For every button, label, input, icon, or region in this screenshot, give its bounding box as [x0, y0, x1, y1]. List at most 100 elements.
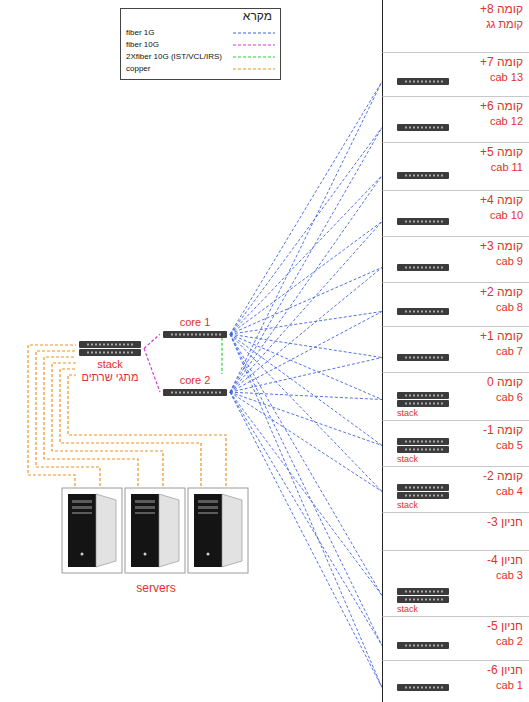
switch-port [429, 267, 431, 269]
switch-port [175, 333, 177, 335]
switch-port [421, 687, 423, 689]
floor-band: +7 קומהcab 13 [382, 52, 529, 96]
switch-body [163, 331, 227, 338]
switch-port [405, 495, 407, 497]
switch-port [195, 333, 197, 335]
server-group: servers [60, 486, 252, 596]
switch-port [429, 357, 431, 359]
link-line [230, 392, 382, 687]
node-label: -4 חניון [487, 554, 523, 568]
switch-port [421, 267, 423, 269]
floor-band: -2 קומהcab 4stack [382, 466, 529, 512]
switch-icon [397, 264, 449, 271]
node-label: cab 11 [491, 161, 523, 174]
node-label: +5 קומה [480, 146, 523, 160]
node-label: -1 קומה [483, 424, 523, 438]
server-tower [62, 488, 122, 573]
switch-port [429, 221, 431, 223]
legend-box: מקראfiber 1Gfiber 10G2Xfiber 10G (IST/VC… [120, 8, 281, 80]
switch-body [397, 78, 449, 85]
switch-port [421, 403, 423, 405]
link-line [230, 128, 382, 335]
legend-swatch [231, 51, 277, 62]
switch-body [397, 588, 449, 595]
switch-port [437, 81, 439, 83]
server-tower [125, 488, 185, 573]
switch-port [187, 333, 189, 335]
switch-body [397, 596, 449, 603]
switch-port [91, 352, 93, 354]
switch-port [421, 395, 423, 397]
switch-port [421, 81, 423, 83]
node-label: cab 12 [490, 115, 523, 128]
switch-port [405, 449, 407, 451]
switch-port [441, 487, 443, 489]
switch-port [433, 449, 435, 451]
node-label: +2 קומה [480, 286, 523, 300]
switch-port [95, 344, 97, 346]
switch-port [441, 591, 443, 593]
switch-port [421, 487, 423, 489]
switch-port [183, 391, 185, 393]
link-line [230, 392, 382, 491]
switch-port [437, 487, 439, 489]
switch-port [417, 487, 419, 489]
switch-port [207, 333, 209, 335]
switch-port [409, 449, 411, 451]
switch-port [413, 495, 415, 497]
switch-port [409, 591, 411, 593]
switch-port [413, 127, 415, 129]
switch-port [405, 591, 407, 593]
switch-port [195, 391, 197, 393]
switch-body [163, 389, 227, 396]
floor-band: -5 חניוןcab 2 [382, 616, 529, 660]
switch-port [421, 175, 423, 177]
legend-swatch [231, 63, 277, 74]
floor-band: +6 קומהcab 12 [382, 96, 529, 142]
node-label: stack [397, 604, 418, 614]
switch-port [433, 311, 435, 313]
switch-port [409, 599, 411, 601]
node-label: core 1 [180, 316, 211, 329]
floor-band: +2 קומהcab 8 [382, 282, 529, 326]
link-line [230, 334, 382, 491]
switch-port [417, 127, 419, 129]
switch-port [441, 357, 443, 359]
switch-icon [397, 484, 449, 499]
switch-port [111, 352, 113, 354]
link-line [230, 128, 382, 393]
switch-body [397, 438, 449, 445]
switch-port [437, 127, 439, 129]
switch-port [413, 645, 415, 647]
switch-port [409, 81, 411, 83]
switch-port [409, 441, 411, 443]
switch-port [409, 267, 411, 269]
switch-port [413, 487, 415, 489]
node-label: cab 2 [496, 635, 523, 648]
switch-icon [163, 331, 227, 338]
switch-port [437, 645, 439, 647]
switch-port [433, 357, 435, 359]
switch-port [429, 311, 431, 313]
switch-port [405, 599, 407, 601]
switch-icon [163, 389, 227, 396]
switch-port [413, 311, 415, 313]
switch-port [409, 403, 411, 405]
legend-text: 2Xfiber 10G (IST/VCL/IRS) [126, 52, 222, 61]
switch-body [397, 218, 449, 225]
switch-port [437, 221, 439, 223]
switch-port [417, 599, 419, 601]
switch-port [425, 645, 427, 647]
switch-port [413, 395, 415, 397]
node-label: -3 חניון [487, 516, 523, 530]
node-label: cab 4 [496, 485, 523, 498]
switch-port [127, 344, 129, 346]
switch-icon [397, 392, 449, 407]
switch-port [413, 687, 415, 689]
switch-port [409, 395, 411, 397]
switch-port [417, 357, 419, 359]
node-label: cab 6 [496, 391, 523, 404]
node-label: +8 קומה [480, 3, 523, 17]
switch-port [405, 175, 407, 177]
switch-port [219, 391, 221, 393]
